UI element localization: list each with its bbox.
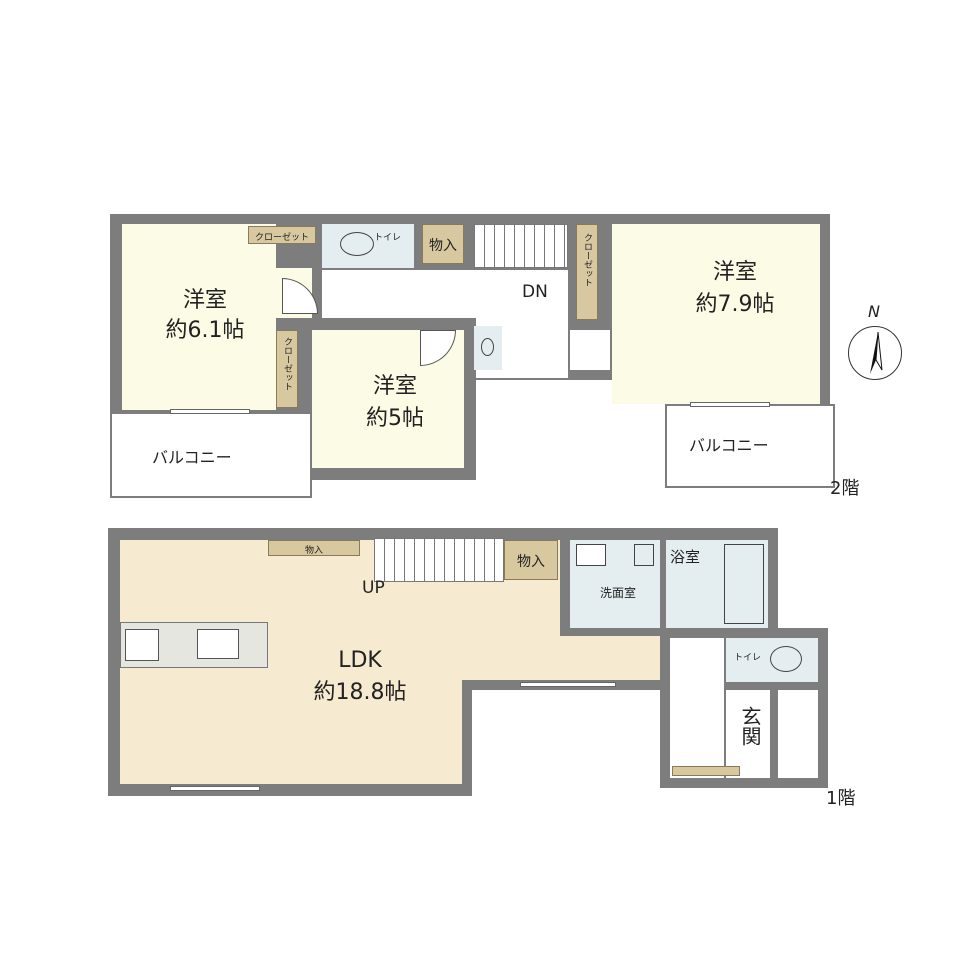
stairs-label-up: UP xyxy=(362,578,385,598)
storage-2f[interactable]: 物入 xyxy=(422,224,464,264)
window xyxy=(690,402,770,407)
balcony-label: バルコニー xyxy=(689,436,769,455)
room-name: 洋室 xyxy=(712,260,757,285)
entrance: 玄関 xyxy=(726,690,770,778)
ldk-room-right xyxy=(460,636,660,680)
window xyxy=(520,682,616,687)
compass-north-icon xyxy=(848,326,902,380)
floor-label-2f: 2階 xyxy=(830,478,860,499)
window xyxy=(170,409,250,414)
bathtub-icon xyxy=(724,544,764,624)
room-western-7-9 xyxy=(612,224,820,404)
room-name: 洋室 xyxy=(182,288,227,313)
storage-label: 物入 xyxy=(517,554,545,570)
storage-ldk[interactable]: 物入 xyxy=(268,540,360,556)
toilet-icon xyxy=(770,646,802,672)
closet-right[interactable]: クローゼット xyxy=(576,224,598,320)
entrance-porch xyxy=(778,690,818,778)
stairs-2f xyxy=(474,224,568,268)
stairs-1f xyxy=(374,538,504,582)
bathroom-label: 浴室 xyxy=(670,548,701,566)
ldk-size: 約18.8帖 xyxy=(313,680,407,705)
ldk-name: LDK xyxy=(338,648,382,673)
toilet-icon xyxy=(340,232,374,256)
compass-label: N xyxy=(868,302,880,321)
washroom-label: 洗面室 xyxy=(600,586,637,600)
washroom: 洗面室 xyxy=(570,540,660,628)
bathroom: 浴室 xyxy=(666,540,768,628)
storage-label: 物入 xyxy=(304,546,323,556)
stove-icon xyxy=(125,629,159,661)
toilet-1f: トイレ xyxy=(726,638,818,682)
entry-hall xyxy=(670,638,724,778)
toilet-2f: トイレ xyxy=(322,224,414,268)
balcony-left: バルコニー xyxy=(110,412,312,498)
hall-nook xyxy=(570,330,610,370)
toilet-label: トイレ xyxy=(734,653,762,663)
kitchen-counter xyxy=(120,622,268,668)
balcony-label: バルコニー xyxy=(152,448,232,467)
balcony-right: バルコニー xyxy=(665,404,835,488)
toilet-label: トイレ xyxy=(374,233,402,243)
room-size: 約5帖 xyxy=(366,406,424,431)
closet-middle[interactable]: クローゼット xyxy=(276,330,298,408)
room-name: 洋室 xyxy=(372,374,417,399)
washing-machine-icon xyxy=(634,544,654,566)
closet-label: クローゼット xyxy=(254,233,309,243)
kitchen-sink-icon xyxy=(197,629,239,659)
closet-top-left[interactable]: クローゼット xyxy=(248,226,316,244)
sink-icon xyxy=(576,544,606,566)
entrance-label[interactable]: 玄関 xyxy=(738,706,762,746)
storage-label: 物入 xyxy=(429,238,457,254)
washbasin-2f xyxy=(474,326,502,370)
storage-stairs[interactable]: 物入 xyxy=(504,540,558,580)
closet-label: クローゼット xyxy=(582,233,592,287)
floor-label-1f: 1階 xyxy=(826,788,856,809)
stairs-label-dn: DN xyxy=(522,282,548,302)
window xyxy=(170,786,260,791)
room-size: 約6.1帖 xyxy=(165,318,245,343)
hallway-2f xyxy=(322,270,568,318)
shoe-cabinet xyxy=(672,766,740,776)
sink-icon xyxy=(481,338,494,356)
closet-label: クローゼット xyxy=(282,337,292,391)
room-size: 約7.9帖 xyxy=(695,292,775,317)
